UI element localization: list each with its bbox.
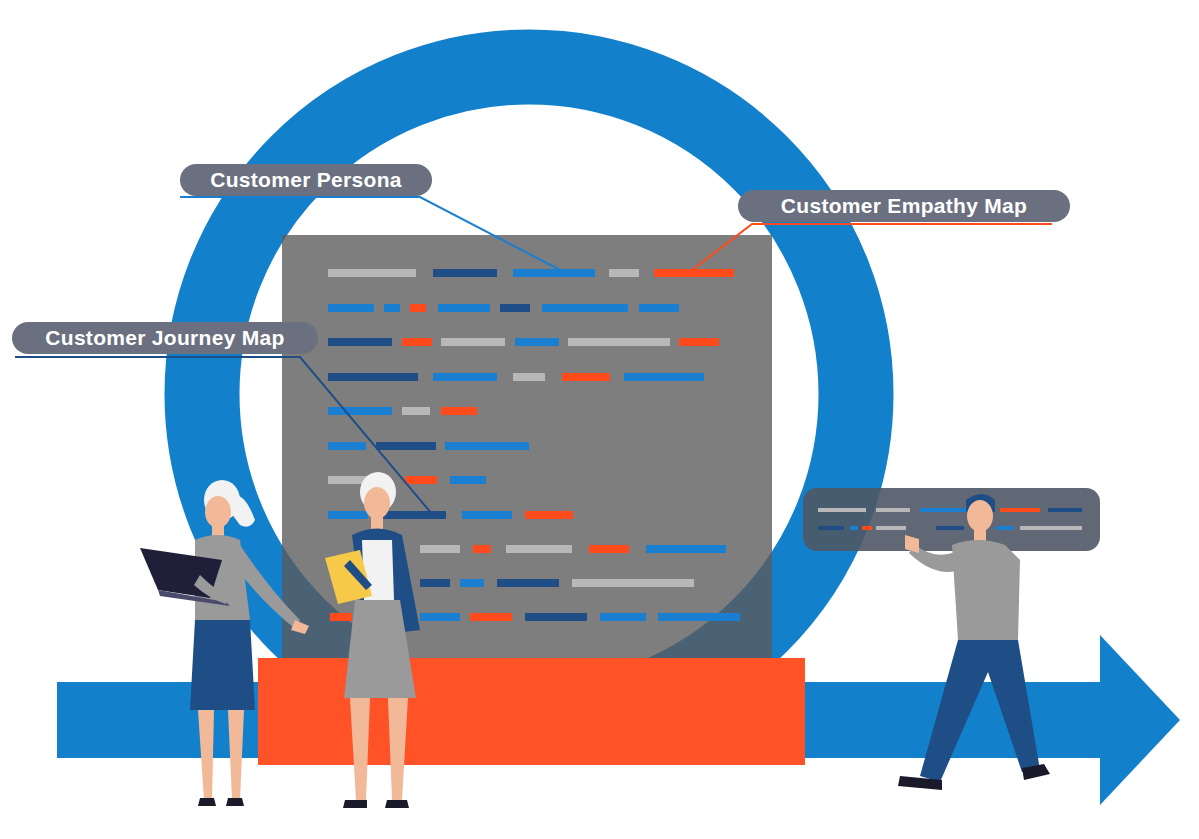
text-line-dash xyxy=(525,613,587,621)
side-panel xyxy=(803,488,1100,551)
text-line-dash xyxy=(410,304,426,312)
text-line-dash xyxy=(562,373,610,381)
text-line-dash xyxy=(572,579,694,587)
text-line-dash xyxy=(515,338,559,346)
board xyxy=(282,235,772,660)
board-lines xyxy=(328,269,740,621)
text-line-dash xyxy=(654,269,734,277)
text-line-dash xyxy=(405,476,437,484)
text-line-dash xyxy=(818,508,866,512)
text-line-dash xyxy=(420,579,450,587)
text-line-dash xyxy=(420,613,460,621)
person-center xyxy=(325,472,420,808)
callout-text: Customer Empathy Map xyxy=(751,194,1057,217)
text-line-dash xyxy=(876,526,906,530)
text-line-dash xyxy=(542,304,628,312)
text-line-dash xyxy=(402,338,432,346)
text-line-dash xyxy=(658,613,740,621)
text-line-dash xyxy=(328,511,368,519)
person-right xyxy=(898,494,1050,790)
text-line-dash xyxy=(433,373,497,381)
text-line-dash xyxy=(438,304,490,312)
leader-lines xyxy=(15,197,1052,514)
text-line-dash xyxy=(328,269,416,277)
text-line-dash xyxy=(376,442,436,450)
text-line-dash xyxy=(500,304,530,312)
text-line-dash xyxy=(328,407,392,415)
text-line-dash xyxy=(862,526,872,530)
text-line-dash xyxy=(445,442,529,450)
person-left xyxy=(140,480,309,806)
text-line-dash xyxy=(600,613,646,621)
text-line-dash xyxy=(497,579,559,587)
text-line-dash xyxy=(920,508,966,512)
text-line-dash xyxy=(441,338,505,346)
text-line-dash xyxy=(470,613,512,621)
text-line-dash xyxy=(513,269,595,277)
text-line-dash xyxy=(328,304,374,312)
text-line-dash xyxy=(850,526,858,530)
text-line-dash xyxy=(433,269,497,277)
text-line-dash xyxy=(525,511,573,519)
text-line-dash xyxy=(936,526,964,530)
callout-text: Customer Persona xyxy=(193,168,419,191)
text-line-dash xyxy=(818,526,844,530)
text-line-dash xyxy=(679,338,719,346)
text-line-dash xyxy=(1020,526,1082,530)
panel-lines xyxy=(818,508,1082,530)
text-line-dash xyxy=(462,511,512,519)
text-line-dash xyxy=(1048,508,1082,512)
text-line-dash xyxy=(402,407,430,415)
text-line-dash xyxy=(1000,508,1040,512)
text-line-dash xyxy=(876,508,910,512)
text-line-dash xyxy=(330,613,352,621)
text-line-dash xyxy=(328,373,418,381)
callout-label: Customer Persona xyxy=(180,164,432,196)
pedestal xyxy=(258,658,805,765)
text-line-dash xyxy=(589,545,629,553)
text-line-dash xyxy=(328,442,366,450)
text-line-dash xyxy=(460,579,484,587)
text-line-dash xyxy=(624,373,704,381)
text-line-dash xyxy=(996,526,1014,530)
callout-label: Customer Journey Map xyxy=(12,322,318,354)
text-line-dash xyxy=(639,304,679,312)
text-line-dash xyxy=(328,338,392,346)
text-line-dash xyxy=(568,338,670,346)
text-line-dash xyxy=(473,545,491,553)
text-line-dash xyxy=(506,545,572,553)
text-line-dash xyxy=(441,407,477,415)
text-line-dash xyxy=(420,545,460,553)
text-line-dash xyxy=(646,545,726,553)
text-line-dash xyxy=(450,476,486,484)
callout-text: Customer Journey Map xyxy=(25,326,305,349)
callout-label: Customer Empathy Map xyxy=(738,190,1070,222)
text-line-dash xyxy=(513,373,545,381)
text-line-dash xyxy=(384,304,400,312)
text-line-dash xyxy=(380,511,446,519)
text-line-dash xyxy=(609,269,639,277)
